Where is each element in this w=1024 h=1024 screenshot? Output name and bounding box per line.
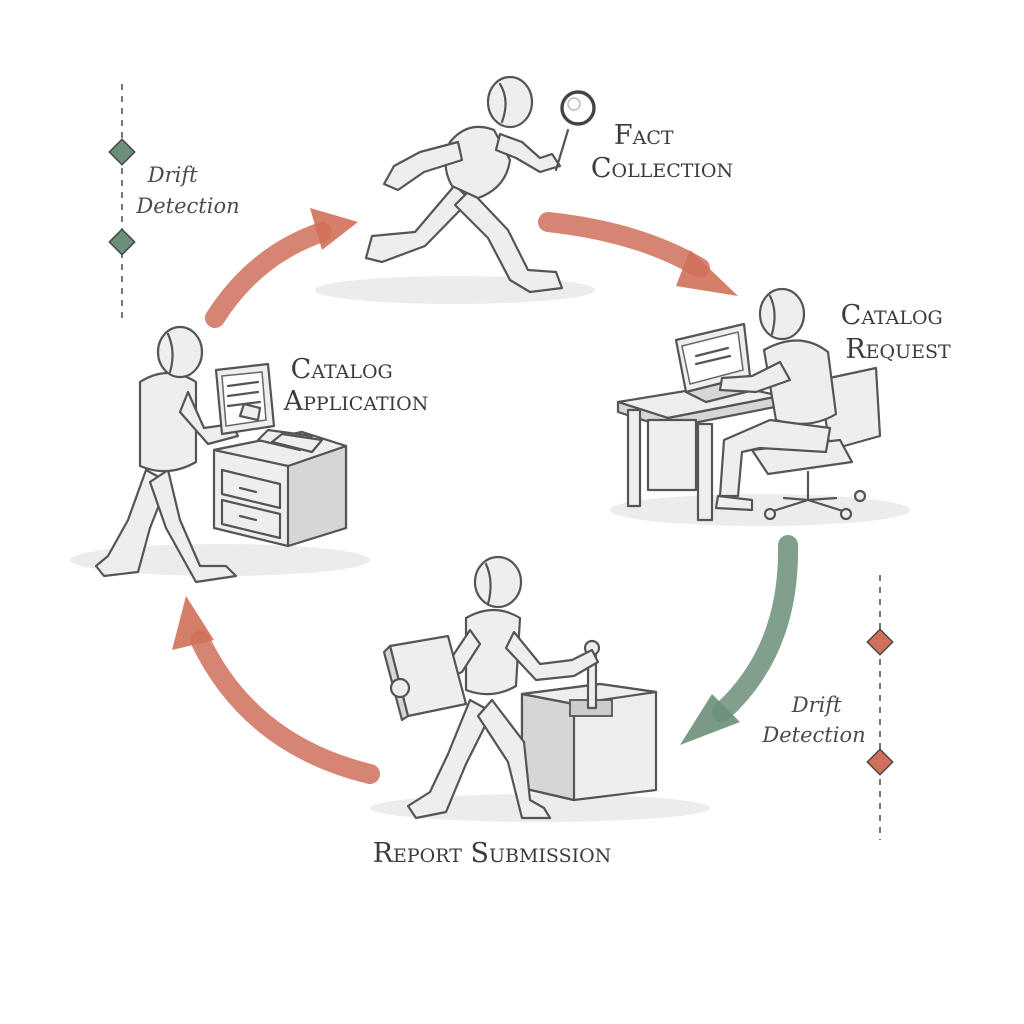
figure-filing-documents-icon xyxy=(70,325,370,584)
diamond-icon xyxy=(866,628,894,656)
arrow-submission-to-application xyxy=(172,596,380,784)
diamond-icon xyxy=(866,748,894,776)
arrow-application-to-collection xyxy=(205,208,358,328)
stage-catalog-application: Catalog Application xyxy=(70,325,429,584)
running-figure-with-magnifier-icon xyxy=(315,75,596,304)
figure-at-computer-desk-icon xyxy=(610,287,910,526)
figure-submitting-report-icon xyxy=(370,555,710,822)
stage-label: Catalog Application xyxy=(283,354,429,417)
arrow-request-to-submission xyxy=(680,535,799,745)
stage-catalog-request: Catalog Request xyxy=(610,287,952,526)
cycle-arrows xyxy=(172,208,799,784)
drift-label: Drift Detection xyxy=(135,163,239,218)
arrow-collection-to-request xyxy=(538,212,738,296)
drift-marker-bottom-right: Drift Detection xyxy=(761,575,894,840)
stage-label: Report Submission xyxy=(373,838,612,869)
stage-fact-collection: Fact Collection xyxy=(315,75,733,304)
stage-label: Catalog Request xyxy=(841,300,952,365)
drift-marker-top-left: Drift Detection xyxy=(108,84,240,322)
stage-label: Fact Collection xyxy=(591,120,733,184)
diamond-icon xyxy=(108,138,136,166)
diamond-icon xyxy=(108,228,136,256)
stage-report-submission: Report Submission xyxy=(370,555,710,869)
drift-label: Drift Detection xyxy=(761,693,865,747)
